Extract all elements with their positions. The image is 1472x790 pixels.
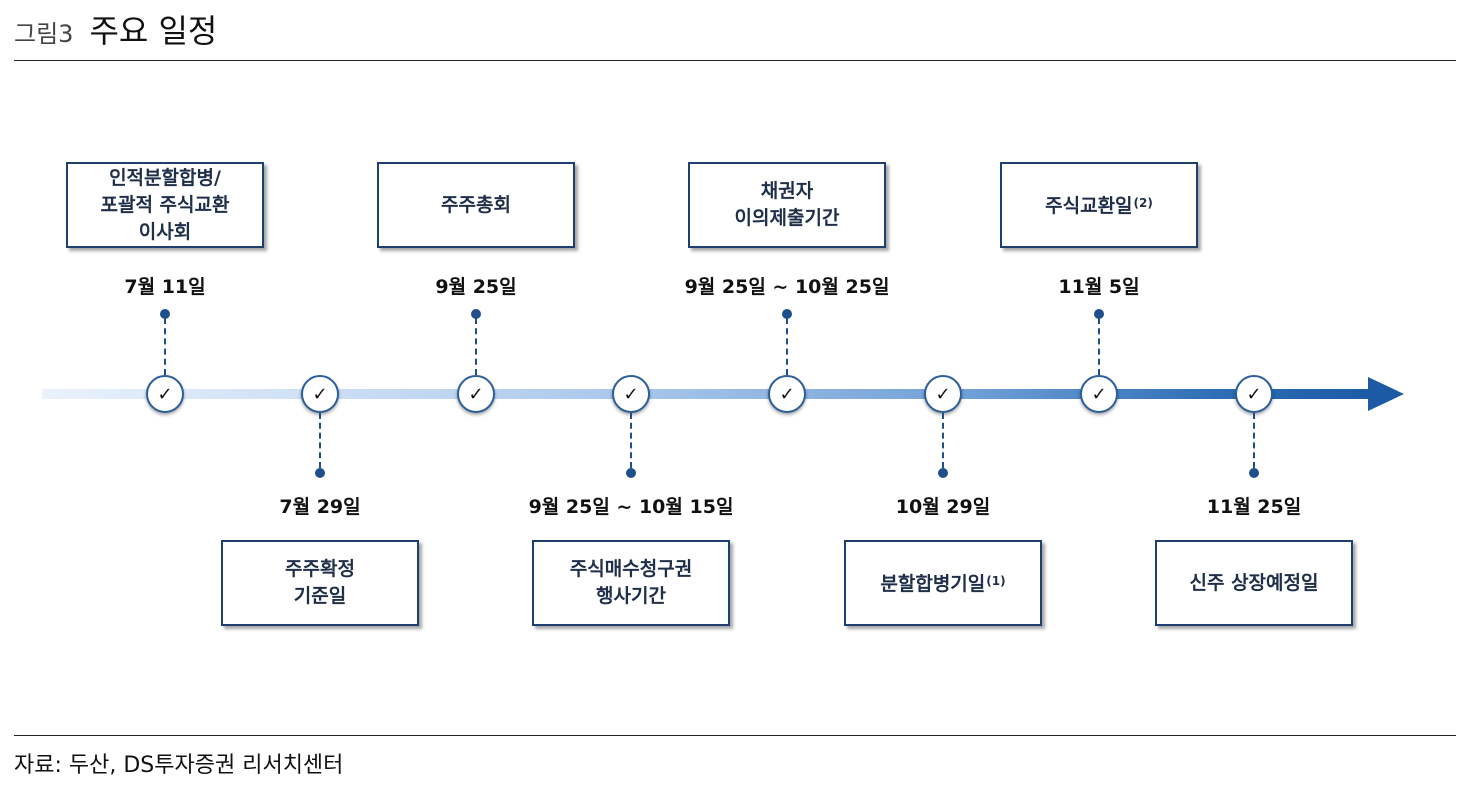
connector-line bbox=[164, 318, 166, 375]
milestone-node: ✓ bbox=[146, 375, 184, 413]
event-label-line: 이사회 bbox=[138, 220, 192, 243]
milestone-node: ✓ bbox=[612, 375, 650, 413]
event-box: 분할합병기일(1) bbox=[844, 540, 1042, 626]
connector-line bbox=[319, 413, 321, 468]
event-date: 9월 25일 bbox=[435, 276, 517, 298]
footnote-marker: (1) bbox=[986, 574, 1006, 588]
event-date: 11월 5일 bbox=[1058, 276, 1140, 298]
footnote-marker: (2) bbox=[1133, 196, 1153, 210]
event-label-line: 주식매수청구권 bbox=[569, 558, 693, 580]
event-label-line: 주식교환일(2) bbox=[1045, 195, 1153, 217]
event-label-line: 분할합병기일(1) bbox=[880, 573, 1006, 595]
event-label-line: 채권자 bbox=[760, 180, 814, 202]
event-label-line: 주주확정 bbox=[285, 558, 355, 580]
event-date: 9월 25일 ~ 10월 25일 bbox=[684, 276, 890, 298]
event-box: 주주총회 bbox=[377, 162, 575, 248]
event-label-line: 인적분할합병/ bbox=[109, 166, 221, 189]
figure-title: 주요 일정 bbox=[89, 12, 218, 50]
connector-dot bbox=[471, 309, 481, 319]
checkmark-icon: ✓ bbox=[1091, 383, 1107, 405]
event-label-line: 행사기간 bbox=[596, 585, 666, 607]
checkmark-icon: ✓ bbox=[157, 383, 173, 405]
milestone-node: ✓ bbox=[924, 375, 962, 413]
checkmark-icon: ✓ bbox=[779, 383, 795, 405]
event-label-line: 기준일 bbox=[293, 585, 347, 607]
event-label-line: 주주총회 bbox=[441, 193, 511, 216]
event-label-line: 이의제출기간 bbox=[734, 207, 840, 229]
source-note: 자료: 두산, DS투자증권 리서치센터 bbox=[14, 753, 344, 778]
checkmark-icon: ✓ bbox=[468, 383, 484, 405]
event-label-line: 신주 상장예정일 bbox=[1189, 571, 1319, 594]
connector-line bbox=[1098, 318, 1100, 375]
event-date: 9월 25일 ~ 10월 15일 bbox=[528, 496, 734, 518]
event-box: 신주 상장예정일 bbox=[1155, 540, 1353, 626]
connector-line bbox=[942, 413, 944, 468]
connector-dot bbox=[1094, 309, 1104, 319]
milestone-node: ✓ bbox=[768, 375, 806, 413]
milestone-node: ✓ bbox=[1235, 375, 1273, 413]
connector-line bbox=[475, 318, 477, 375]
connector-dot bbox=[782, 309, 792, 319]
connector-line bbox=[786, 318, 788, 375]
event-date: 10월 29일 bbox=[895, 496, 991, 518]
figure-header: 그림3 주요 일정 bbox=[14, 6, 217, 56]
connector-line bbox=[1253, 413, 1255, 468]
connector-dot bbox=[315, 468, 325, 478]
event-box: 주식교환일(2) bbox=[1000, 162, 1198, 248]
top-divider bbox=[14, 60, 1456, 61]
connector-dot bbox=[1249, 468, 1259, 478]
connector-dot bbox=[626, 468, 636, 478]
event-date: 7월 29일 bbox=[279, 496, 361, 518]
checkmark-icon: ✓ bbox=[935, 383, 951, 405]
event-date: 7월 11일 bbox=[124, 276, 206, 298]
event-label-line: 포괄적 주식교환 bbox=[100, 193, 230, 216]
arrow-head-icon bbox=[1368, 377, 1404, 411]
connector-dot bbox=[160, 309, 170, 319]
event-date: 11월 25일 bbox=[1206, 496, 1302, 518]
milestone-node: ✓ bbox=[457, 375, 495, 413]
checkmark-icon: ✓ bbox=[623, 383, 639, 405]
checkmark-icon: ✓ bbox=[1246, 383, 1262, 405]
milestone-node: ✓ bbox=[1080, 375, 1118, 413]
connector-line bbox=[630, 413, 632, 468]
figure-label: 그림3 bbox=[14, 20, 74, 48]
milestone-node: ✓ bbox=[301, 375, 339, 413]
connector-dot bbox=[938, 468, 948, 478]
checkmark-icon: ✓ bbox=[312, 383, 328, 405]
timeline-axis bbox=[42, 389, 1372, 399]
bottom-divider bbox=[14, 735, 1456, 736]
